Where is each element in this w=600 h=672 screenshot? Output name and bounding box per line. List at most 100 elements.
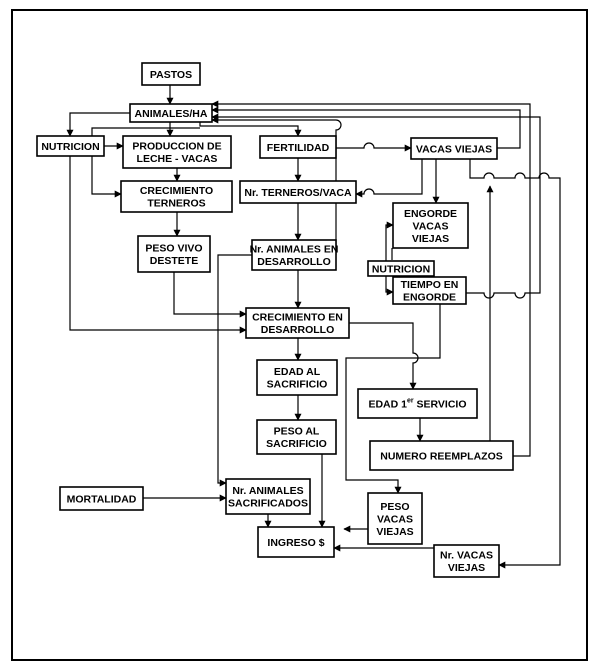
node-label: VACAS	[377, 513, 413, 525]
node-label: ENGORDE	[404, 208, 457, 220]
node-nutricion2: NUTRICION	[367, 260, 435, 277]
node-label: SACRIFICIO	[267, 379, 328, 391]
node-box	[36, 135, 105, 157]
edge-vacas-nrvacas	[469, 159, 561, 569]
node-label: VIEJAS	[448, 562, 485, 574]
edge-top-branch	[91, 127, 200, 136]
node-animales-ha: ANIMALES/HA	[129, 103, 213, 123]
node-box	[122, 135, 232, 169]
node-label: DESARROLLO	[261, 324, 335, 336]
node-label: PESO	[380, 501, 409, 513]
edge-nutricion-desarrollo	[69, 156, 247, 334]
node-box	[141, 62, 201, 86]
edge-animales-nutricion	[66, 112, 130, 137]
node-box	[433, 544, 500, 578]
node-label: TERNEROS	[147, 198, 205, 210]
node-label: PASTOS	[150, 69, 192, 81]
node-box	[225, 478, 311, 515]
node-label: Nr. VACAS	[440, 550, 493, 562]
node-label: PRODUCCION DE	[132, 141, 221, 153]
node-box	[245, 307, 350, 339]
node-label: NUTRICION	[41, 141, 99, 153]
node-box	[369, 440, 514, 471]
node-ingreso: INGRESO $	[257, 526, 335, 558]
node-label: VIEJAS	[376, 526, 413, 538]
node-nutricion: NUTRICION	[36, 135, 105, 157]
edge-peso-desarrollo	[173, 272, 247, 318]
node-vacas-viejas: VACAS VIEJAS	[410, 137, 498, 160]
node-box	[357, 388, 478, 419]
node-box	[251, 239, 337, 271]
node-box	[256, 419, 337, 455]
node-pastos: PASTOS	[141, 62, 201, 86]
node-box	[129, 103, 213, 123]
node-box	[410, 137, 498, 160]
edge-desarrollo-sacrificados	[217, 254, 252, 487]
node-label: Nr. ANIMALES	[232, 485, 303, 497]
node-terneros-vaca: Nr. TERNEROS/VACA	[239, 180, 357, 204]
edge-reemplazos-animales	[211, 100, 531, 457]
edge-animales-fertilidad	[199, 122, 302, 137]
node-label: SACRIFICADOS	[228, 498, 308, 510]
node-box	[367, 492, 423, 545]
node-label: PESO AL	[274, 426, 320, 438]
node-mortalidad: MORTALIDAD	[59, 486, 144, 511]
node-box	[392, 276, 467, 305]
diagram-frame	[11, 9, 588, 661]
node-label: FERTILIDAD	[267, 142, 330, 154]
node-box	[239, 180, 357, 204]
node-label: NUMERO REEMPLAZOS	[380, 450, 503, 462]
node-box	[367, 260, 435, 277]
node-box	[137, 235, 211, 273]
node-box	[256, 359, 338, 396]
edge-fertilidad-vacas	[336, 142, 412, 152]
node-label: ANIMALES/HA	[135, 108, 208, 120]
edge-desarrollo-animales	[211, 116, 342, 255]
node-numero-reemplazos: NUMERO REEMPLAZOS	[369, 440, 514, 471]
node-box	[257, 526, 335, 558]
edge-nutricion-crecimiento	[91, 156, 122, 198]
node-label: VIEJAS	[412, 233, 449, 245]
node-edad-servicio: EDAD 1er SERVICIO	[357, 388, 478, 419]
node-label: CRECIMIENTO	[140, 185, 213, 197]
node-label: NUTRICION	[372, 263, 430, 275]
node-label: MORTALIDAD	[67, 493, 137, 505]
edge-tiempo-peso	[345, 304, 441, 494]
node-label: EDAD AL	[274, 366, 321, 378]
edge-nutricion2-engorde	[385, 221, 394, 261]
connections	[66, 85, 561, 569]
edge-crecimiento-servicio	[349, 322, 419, 390]
edge-vacas-terneros	[355, 159, 423, 198]
node-label: VACAS	[413, 220, 449, 232]
node-label: VACAS VIEJAS	[416, 143, 492, 155]
superscript-er: er	[407, 397, 414, 404]
edge-nutricion2-tiempo	[385, 276, 394, 296]
node-label: EDAD 1er SERVICIO	[368, 397, 466, 410]
node-label: INGRESO $	[267, 537, 324, 549]
nodes: PASTOS ANIMALES/HA NUTRICION PRODUCCION DEL…	[36, 62, 514, 578]
node-box	[392, 202, 469, 249]
node-box	[59, 486, 144, 511]
node-label: Nr. TERNEROS/VACA	[244, 187, 352, 199]
node-label: DESARROLLO	[257, 256, 331, 268]
edge-vacas-animales	[211, 106, 521, 149]
node-label: Nr. ANIMALES EN	[250, 244, 339, 256]
node-label: ENGORDE	[403, 292, 456, 304]
edge-tiempo-animales	[211, 113, 541, 299]
node-label: PESO VIVO	[145, 243, 202, 255]
node-fertilidad: FERTILIDAD	[259, 135, 337, 159]
node-label: LECHE - VACAS	[137, 153, 218, 165]
node-label: CRECIMIENTO EN	[252, 312, 343, 324]
